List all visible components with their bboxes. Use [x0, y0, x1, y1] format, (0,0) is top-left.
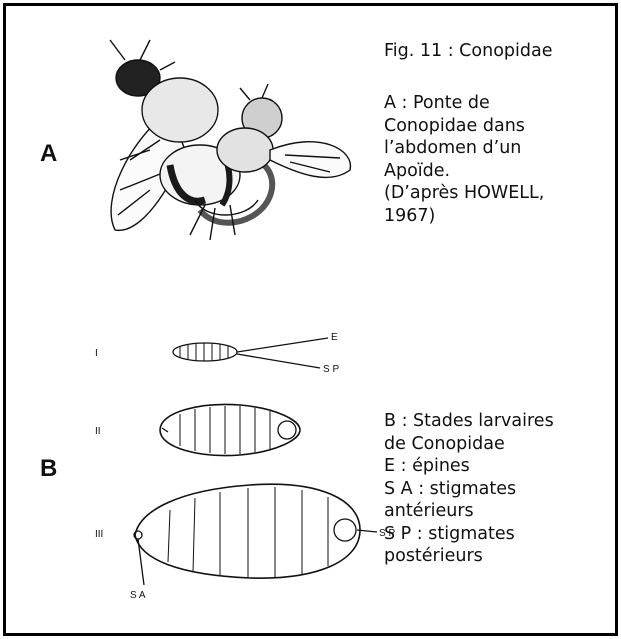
label-sp-stage1: S P	[323, 364, 339, 375]
label-sp-stage3: S P	[379, 528, 395, 539]
stage-ii-label: II	[95, 426, 101, 437]
label-sa: S A	[130, 590, 146, 601]
bee-and-conopid-illustration	[110, 40, 350, 240]
larval-stages-illustration	[134, 338, 377, 585]
label-e: E	[331, 332, 338, 343]
stage-i-label: I	[95, 348, 98, 359]
stage-iii-label: III	[95, 529, 103, 540]
